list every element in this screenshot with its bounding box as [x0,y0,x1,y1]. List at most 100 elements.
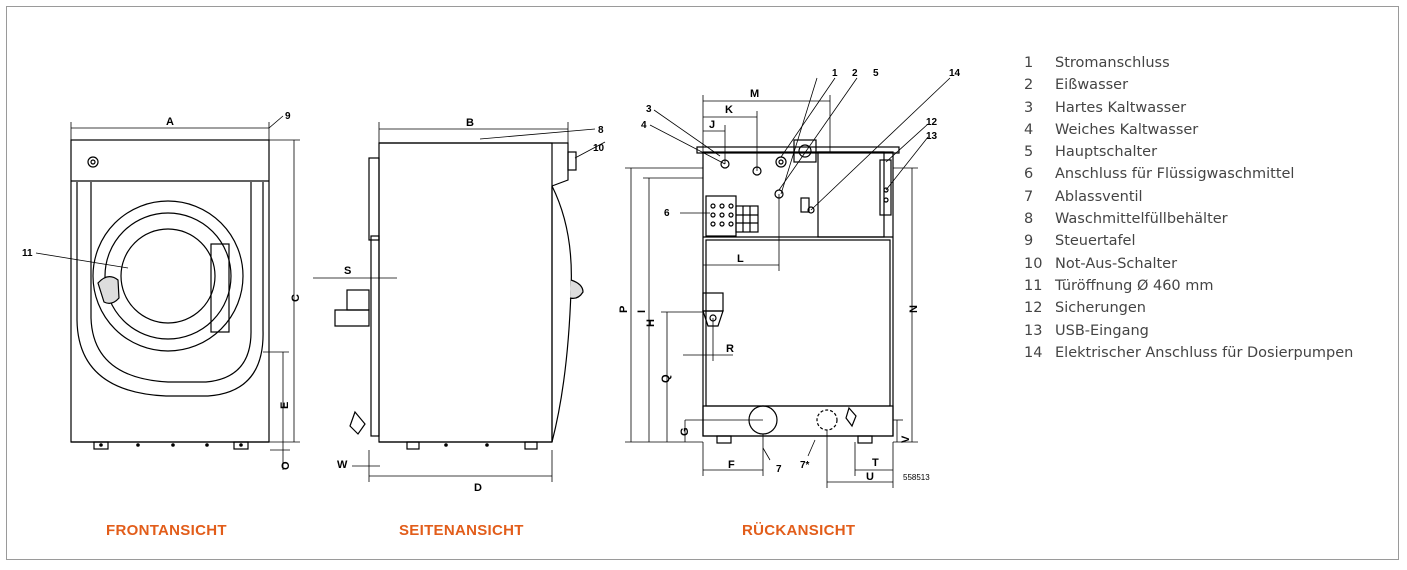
callout-11: 11 [22,248,33,259]
door-housing [76,182,264,397]
callout-9: 9 [285,111,291,122]
legend-text: Hauptschalter [1055,144,1158,161]
dim-label-v: V [900,435,912,443]
rear-view [696,139,900,444]
side-top [379,142,569,187]
main-switch [793,139,817,163]
legend-number: 2 [1024,77,1034,94]
legend-number: 3 [1024,99,1034,116]
legend-item: 3 Hartes Kaltwasser [1024,97,1384,119]
dim-label-t: T [872,457,879,469]
legend-text: Elektrischer Anschluss für Dosierpumpen [1055,344,1354,361]
legend-text: Türöffnung Ø 460 mm [1055,277,1214,294]
callout-7: 7 [776,464,782,475]
callout-14: 14 [949,68,961,79]
legend-text: Stromanschluss [1055,55,1170,71]
callout-12: 12 [926,117,938,128]
legend-number: 10 [1024,255,1043,272]
fuses [879,159,892,216]
legend-item: 7 Ablassventil [1024,186,1384,208]
legend-text: Weiches Kaltwasser [1055,121,1199,138]
legend-number: 11 [1024,277,1043,294]
callout-7-star: 7* [800,460,810,471]
door-ring-outer [92,200,244,352]
legend-item: 14 Elektrischer Anschluss für Dosierpumpe… [1024,342,1384,364]
dim-label-o: O [280,461,292,470]
legend-number: 7 [1024,188,1034,205]
legend-text: Ablassventil [1055,188,1143,205]
dim-label-s: S [344,265,351,277]
callout-8: 8 [598,125,604,136]
legend-number: 8 [1024,211,1034,228]
callout-2: 2 [852,68,858,79]
legend-text: USB-Eingang [1055,322,1149,339]
front-view [70,139,270,450]
callout-4: 4 [641,120,647,131]
legend-item: 1 Stromanschluss [1024,52,1384,74]
legend-item: 12 Sicherungen [1024,297,1384,319]
dim-label-a: A [166,116,174,128]
dim-label-j: J [709,119,715,131]
legend-number: 9 [1024,233,1034,250]
callout-6: 6 [664,208,670,219]
legend-number: 4 [1024,121,1034,138]
rear-cabinet [702,151,894,437]
dim-label-i: I [636,310,648,313]
dim-label-h: H [645,319,657,327]
legend-text: Waschmittelfüllbehälter [1055,211,1228,228]
frame [6,6,1399,560]
dosing-connector [807,206,815,214]
electrical-box [817,151,885,238]
legend-number: 13 [1024,322,1043,339]
callout-10: 10 [593,143,605,154]
rear-view-label: RÜCKANSICHT [742,522,856,539]
legend-item: 11 Türöffnung Ø 460 mm [1024,275,1384,297]
legend-item: 4 Weiches Kaltwasser [1024,119,1384,141]
dim-label-n: N [908,305,920,313]
hinge [210,243,230,333]
dim-label-l: L [737,253,744,265]
side-view [334,142,584,450]
dim-label-f: F [728,459,735,471]
front-view-label: FRONTANSICHT [106,522,227,539]
dim-label-q: Q [660,374,672,383]
legend-item: 6 Anschluss für Flüssigwaschmittel [1024,163,1384,185]
legend-text: Hartes Kaltwasser [1055,99,1187,116]
door-handle [97,276,120,304]
legend-item: 13 USB-Eingang [1024,320,1384,342]
legend-number: 1 [1024,55,1034,71]
legend-item: 5 Hauptschalter [1024,141,1384,163]
side-dimensions [313,122,606,482]
side-view-label: SEITENANSICHT [399,522,524,539]
dim-label-b: B [466,117,474,129]
inlet-2 [775,156,787,168]
legend-number: 14 [1024,344,1043,361]
dim-label-k: K [725,104,733,116]
callout-5: 5 [873,68,879,79]
legend-text: Not-Aus-Schalter [1055,255,1178,272]
legend-item: 10 Not-Aus-Schalter [1024,253,1384,275]
emergency-stop [567,151,577,171]
dim-label-e: E [279,402,291,409]
dim-label-u: U [866,471,874,483]
callout-3: 3 [646,104,652,115]
legend-number: 5 [1024,144,1034,161]
side-drain-valve [346,289,370,311]
dim-label-r: R [726,343,734,355]
legend-text: Anschluss für Flüssigwaschmittel [1055,166,1295,183]
dim-label-g: G [679,427,691,436]
legend-text: Sicherungen [1055,300,1146,317]
dim-label-p: P [618,306,630,313]
side-door-bulge [551,185,572,443]
legend-number: 12 [1024,300,1043,317]
drawing-number: 558513 [903,473,930,482]
front-knob [87,156,99,168]
dim-label-w: W [337,459,348,471]
legend-item: 8 Waschmittelfüllbehälter [1024,208,1384,230]
dim-label-m: M [750,88,759,100]
legend-number: 6 [1024,166,1034,183]
